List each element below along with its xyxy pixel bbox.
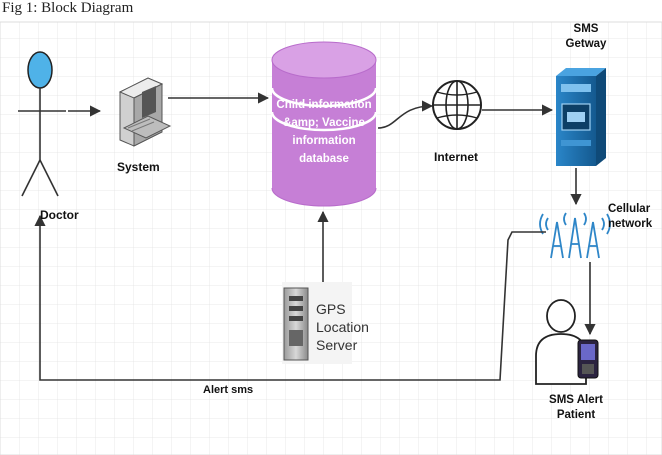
user-icon xyxy=(27,51,53,89)
computer-icon xyxy=(118,77,172,147)
figure-caption: Fig 1: Block Diagram xyxy=(2,0,134,16)
internet-label: Internet xyxy=(434,150,479,164)
gateway-label-line: Getway xyxy=(565,38,607,50)
alert-sms-label: Alert sms xyxy=(203,384,254,396)
database-label-line: information xyxy=(292,135,356,147)
gateway-label: SMS Getway xyxy=(556,22,616,52)
patient-label-line: Patient xyxy=(556,409,596,421)
database-label-line: &amp; Vaccine xyxy=(283,117,365,129)
server-icon xyxy=(282,282,352,364)
edge-alert-sms xyxy=(34,214,546,381)
cellular-label: Cellular network xyxy=(608,202,652,232)
database-label-line: Child information xyxy=(276,99,372,111)
patient-label-line: SMS Alert xyxy=(549,394,603,406)
gps-label-line: GPS xyxy=(316,301,346,317)
database-label-line: database xyxy=(299,153,349,165)
gps-label-line: Server xyxy=(316,337,358,353)
gateway-icon xyxy=(556,68,606,166)
edge-database-internet xyxy=(377,100,434,129)
database-label: Child information &amp; Vaccine informat… xyxy=(272,96,376,168)
doctor-label: Doctor xyxy=(40,208,79,222)
doctor-actor xyxy=(18,51,66,197)
gps-label: GPS Location Server xyxy=(316,300,369,354)
cellular-label-line: network xyxy=(608,218,653,230)
patient-label: SMS Alert Patient xyxy=(536,393,616,423)
antenna-icon xyxy=(539,212,611,259)
system-label: System xyxy=(117,160,160,174)
globe-icon xyxy=(432,80,482,130)
database-icon xyxy=(270,41,378,207)
gps-label-line: Location xyxy=(316,319,369,335)
gateway-label-line: SMS xyxy=(573,23,599,35)
phone-icon xyxy=(577,339,599,379)
cellular-label-line: Cellular xyxy=(608,203,651,215)
